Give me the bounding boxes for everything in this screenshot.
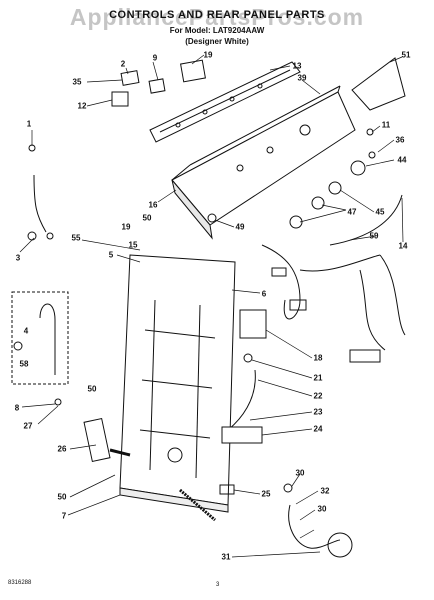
- callout-25: 25: [261, 489, 271, 499]
- color-line: (Designer White): [185, 37, 249, 46]
- callout-12: 12: [77, 101, 87, 111]
- callout-19-lower: 19: [121, 222, 131, 232]
- callout-55: 55: [71, 233, 81, 243]
- callout-59: 59: [369, 231, 379, 241]
- callout-49: 49: [235, 222, 245, 232]
- small-parts-drawing: [13, 128, 376, 558]
- callout-26: 26: [57, 444, 67, 454]
- callout-13: 13: [292, 61, 302, 71]
- control-console-drawing: [171, 85, 356, 240]
- callout-2: 2: [120, 59, 126, 69]
- callout-47: 47: [347, 207, 357, 217]
- callout-30-lower: 30: [317, 504, 327, 514]
- callout-39: 39: [297, 73, 307, 83]
- leader-lines: [19, 54, 404, 558]
- callout-15: 15: [128, 240, 138, 250]
- callout-21: 21: [313, 373, 323, 383]
- callout-50-upper: 50: [142, 213, 152, 223]
- hoses-drawing: [11, 174, 341, 549]
- callout-18: 18: [313, 353, 323, 363]
- callout-58: 58: [19, 359, 29, 369]
- callout-3: 3: [15, 253, 21, 263]
- callout-50-middle: 50: [87, 384, 97, 394]
- callout-51: 51: [401, 50, 411, 60]
- callout-19-upper: 19: [203, 50, 213, 60]
- callout-32: 32: [320, 486, 330, 496]
- callout-30-upper: 30: [295, 468, 305, 478]
- callout-23: 23: [313, 407, 323, 417]
- callout-4: 4: [23, 326, 29, 336]
- callout-36: 36: [395, 135, 405, 145]
- watermark: AppliancePartsPros.com: [69, 4, 365, 30]
- rear-panel-drawing: [119, 254, 236, 513]
- callout-5: 5: [108, 250, 114, 260]
- footer-code: 8316288: [8, 580, 32, 586]
- callout-35: 35: [72, 77, 82, 87]
- callout-44: 44: [397, 155, 407, 165]
- callout-27: 27: [23, 421, 33, 431]
- callout-7: 7: [61, 511, 67, 521]
- callout-6: 6: [261, 289, 267, 299]
- callout-8: 8: [14, 403, 20, 413]
- switches-drawing: [111, 57, 406, 111]
- model-line: For Model: LAT9204AAW: [169, 26, 265, 35]
- callout-1: 1: [26, 119, 32, 129]
- diagram-title: CONTROLS AND REAR PANEL PARTS: [109, 9, 325, 21]
- callout-14: 14: [398, 241, 408, 251]
- callout-11: 11: [381, 120, 391, 130]
- callout-50-lower: 50: [57, 492, 67, 502]
- wire-harness-drawing: [261, 194, 406, 363]
- callout-22: 22: [313, 391, 323, 401]
- page-number: 3: [216, 582, 220, 588]
- callout-16: 16: [148, 200, 158, 210]
- callout-31: 31: [221, 552, 231, 562]
- callout-9: 9: [152, 53, 158, 63]
- callout-24: 24: [313, 424, 323, 434]
- control-bracket-drawing: [149, 61, 301, 143]
- callout-45: 45: [375, 207, 385, 217]
